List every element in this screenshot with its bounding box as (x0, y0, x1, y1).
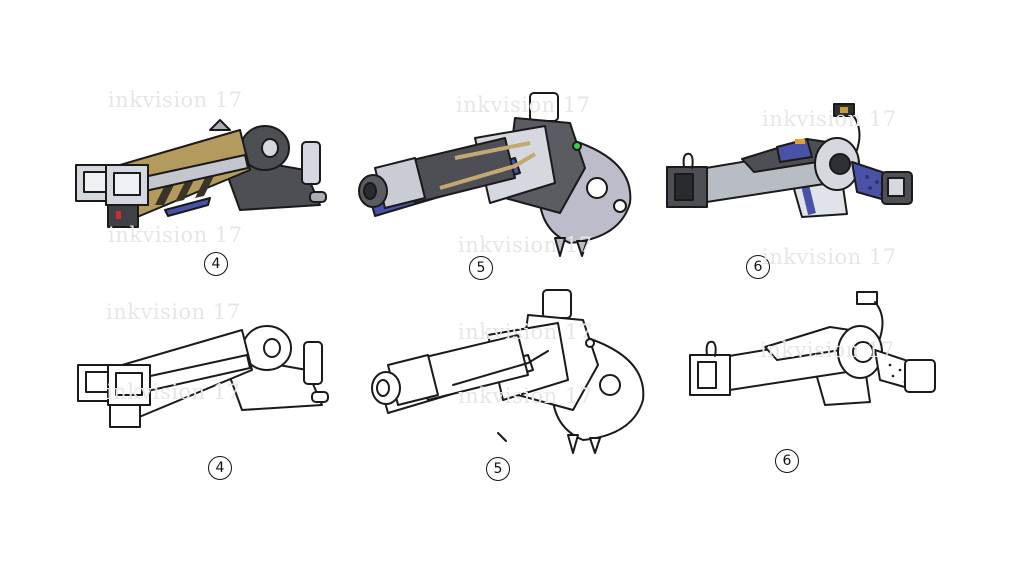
weapon-4-colored-drawing (75, 119, 327, 228)
watermark: inkvision 17 (108, 88, 243, 112)
weapon-5-lineart-drawing (371, 289, 645, 454)
label-weapon-6-lineart: 6 (775, 449, 799, 473)
label-weapon-4-colored: 4 (204, 252, 228, 276)
weapon-5-colored-drawing (358, 92, 632, 257)
label-weapon-5-colored: 5 (469, 256, 493, 280)
label-weapon-5-lineart: 5 (486, 457, 510, 481)
label-weapon-6-colored: 6 (746, 255, 770, 279)
watermark: inkvision 17 (762, 245, 897, 269)
weapon-6-colored-drawing (666, 103, 913, 218)
label-weapon-4-lineart: 4 (208, 456, 232, 480)
weapon-6-lineart-drawing (689, 291, 936, 406)
weapon-4-lineart-drawing (77, 325, 329, 428)
